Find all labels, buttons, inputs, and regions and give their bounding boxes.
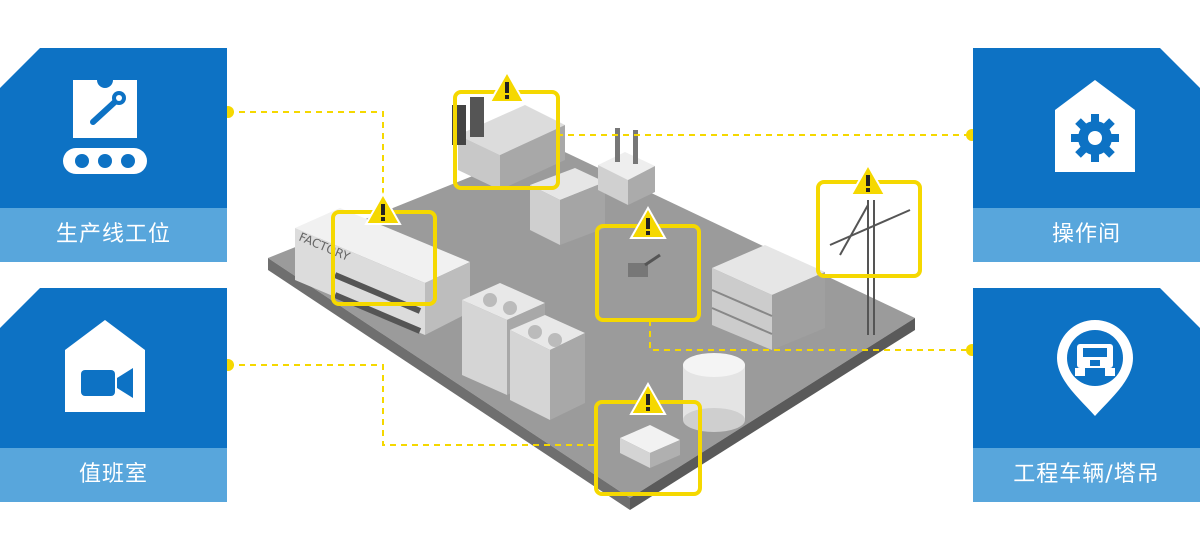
excavator — [628, 253, 661, 277]
warning-icon — [849, 162, 887, 196]
guard-booth — [620, 425, 680, 468]
chimney-building — [598, 128, 655, 205]
ground-platform — [268, 145, 915, 498]
connector-vehicles — [649, 320, 972, 351]
card-duty-room-label: 值班室 — [0, 448, 227, 502]
video-camera-house-icon — [65, 320, 145, 412]
card-control-room: 操作间 — [973, 48, 1200, 262]
ground-edge-left — [268, 258, 630, 510]
card-vehicles-label: 工程车辆/塔吊 — [973, 448, 1200, 502]
connector-lines — [228, 111, 972, 446]
warning-icon — [629, 205, 667, 239]
construction-building — [711, 245, 825, 350]
connector-production — [228, 111, 384, 215]
connector-duty-room — [228, 364, 596, 446]
cooling-units — [462, 283, 585, 420]
tower-crane — [829, 200, 911, 335]
card-production: 生产线工位 — [0, 48, 227, 262]
gear-house-icon — [1055, 80, 1135, 172]
card-control-room-label: 操作间 — [973, 208, 1200, 262]
warning-icon — [629, 381, 667, 415]
office-block — [530, 168, 605, 245]
vehicle-pin-icon — [1057, 320, 1133, 416]
warning-icon — [488, 69, 526, 103]
conveyor-wrench-icon — [63, 80, 147, 174]
arched-hall — [452, 97, 565, 190]
card-production-label: 生产线工位 — [0, 208, 227, 262]
warning-icon — [364, 191, 402, 225]
warning-icons — [364, 69, 887, 415]
card-vehicles: 工程车辆/塔吊 — [973, 288, 1200, 502]
card-duty-room: 值班室 — [0, 288, 227, 502]
storage-tank — [683, 353, 745, 432]
